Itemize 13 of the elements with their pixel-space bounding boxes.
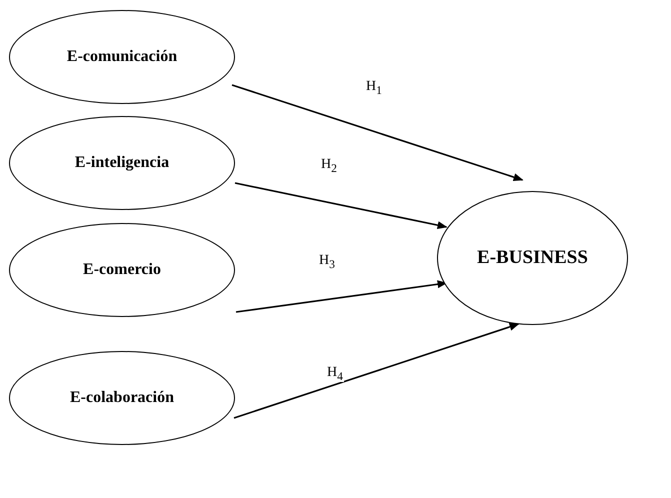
node-label: E-BUSINESS bbox=[477, 247, 588, 269]
edge-label: H$_{4}$ bbox=[326, 366, 344, 382]
edge-label: H$_{3}$ bbox=[318, 254, 336, 270]
node-label: E-comercio bbox=[83, 261, 161, 279]
arrow bbox=[232, 84, 524, 181]
edge-label: H$_{1}$ bbox=[365, 80, 383, 96]
arrow bbox=[234, 323, 520, 419]
arrow bbox=[236, 280, 448, 313]
node-label: E-inteligencia bbox=[74, 154, 170, 172]
node-label: E-colaboración bbox=[70, 389, 174, 407]
node-label: E-comunicación bbox=[66, 48, 178, 66]
edge-label: H$_{2}$ bbox=[320, 158, 338, 174]
arrow bbox=[234, 182, 448, 230]
